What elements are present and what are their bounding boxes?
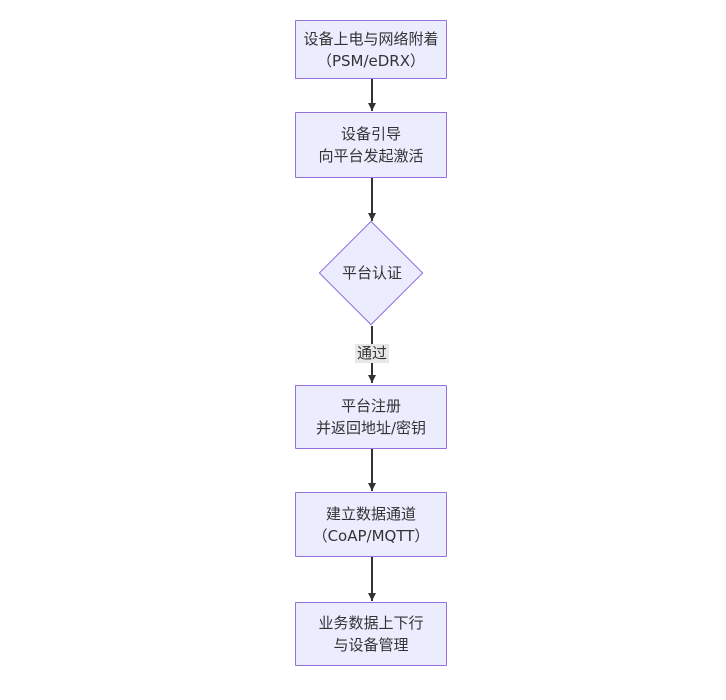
node-label: 建立数据通道 — [325, 504, 416, 523]
node-label: （CoAP/MQTT） — [312, 526, 430, 545]
edge-arrow-5 — [371, 557, 373, 601]
node-label: 设备上电与网络附着 — [303, 29, 439, 48]
node-platform-auth-label: 平台认证 — [341, 264, 402, 282]
edge-arrow-1 — [371, 79, 373, 111]
node-label: 向平台发起激活 — [318, 147, 424, 165]
edge-arrow-4 — [371, 449, 373, 491]
node-label: 平台注册 — [340, 397, 401, 415]
edge-arrow-2 — [371, 178, 373, 221]
node-label: 并返回地址/密钥 — [315, 419, 427, 437]
edge-label-pass: 通过 — [354, 344, 390, 363]
node-label: 业务数据上下行 — [318, 614, 424, 632]
node-business-data: 业务数据上下行 与设备管理 — [295, 602, 447, 666]
node-label: 设备引导 — [340, 125, 401, 143]
node-platform-register: 平台注册 并返回地址/密钥 — [295, 385, 447, 449]
node-label: （PSM/eDRX） — [316, 51, 426, 70]
node-power-attach: 设备上电与网络附着 （PSM/eDRX） — [295, 20, 447, 79]
node-bootstrap: 设备引导 向平台发起激活 — [295, 112, 447, 178]
node-label: 与设备管理 — [333, 636, 409, 654]
node-data-channel: 建立数据通道 （CoAP/MQTT） — [295, 492, 447, 557]
